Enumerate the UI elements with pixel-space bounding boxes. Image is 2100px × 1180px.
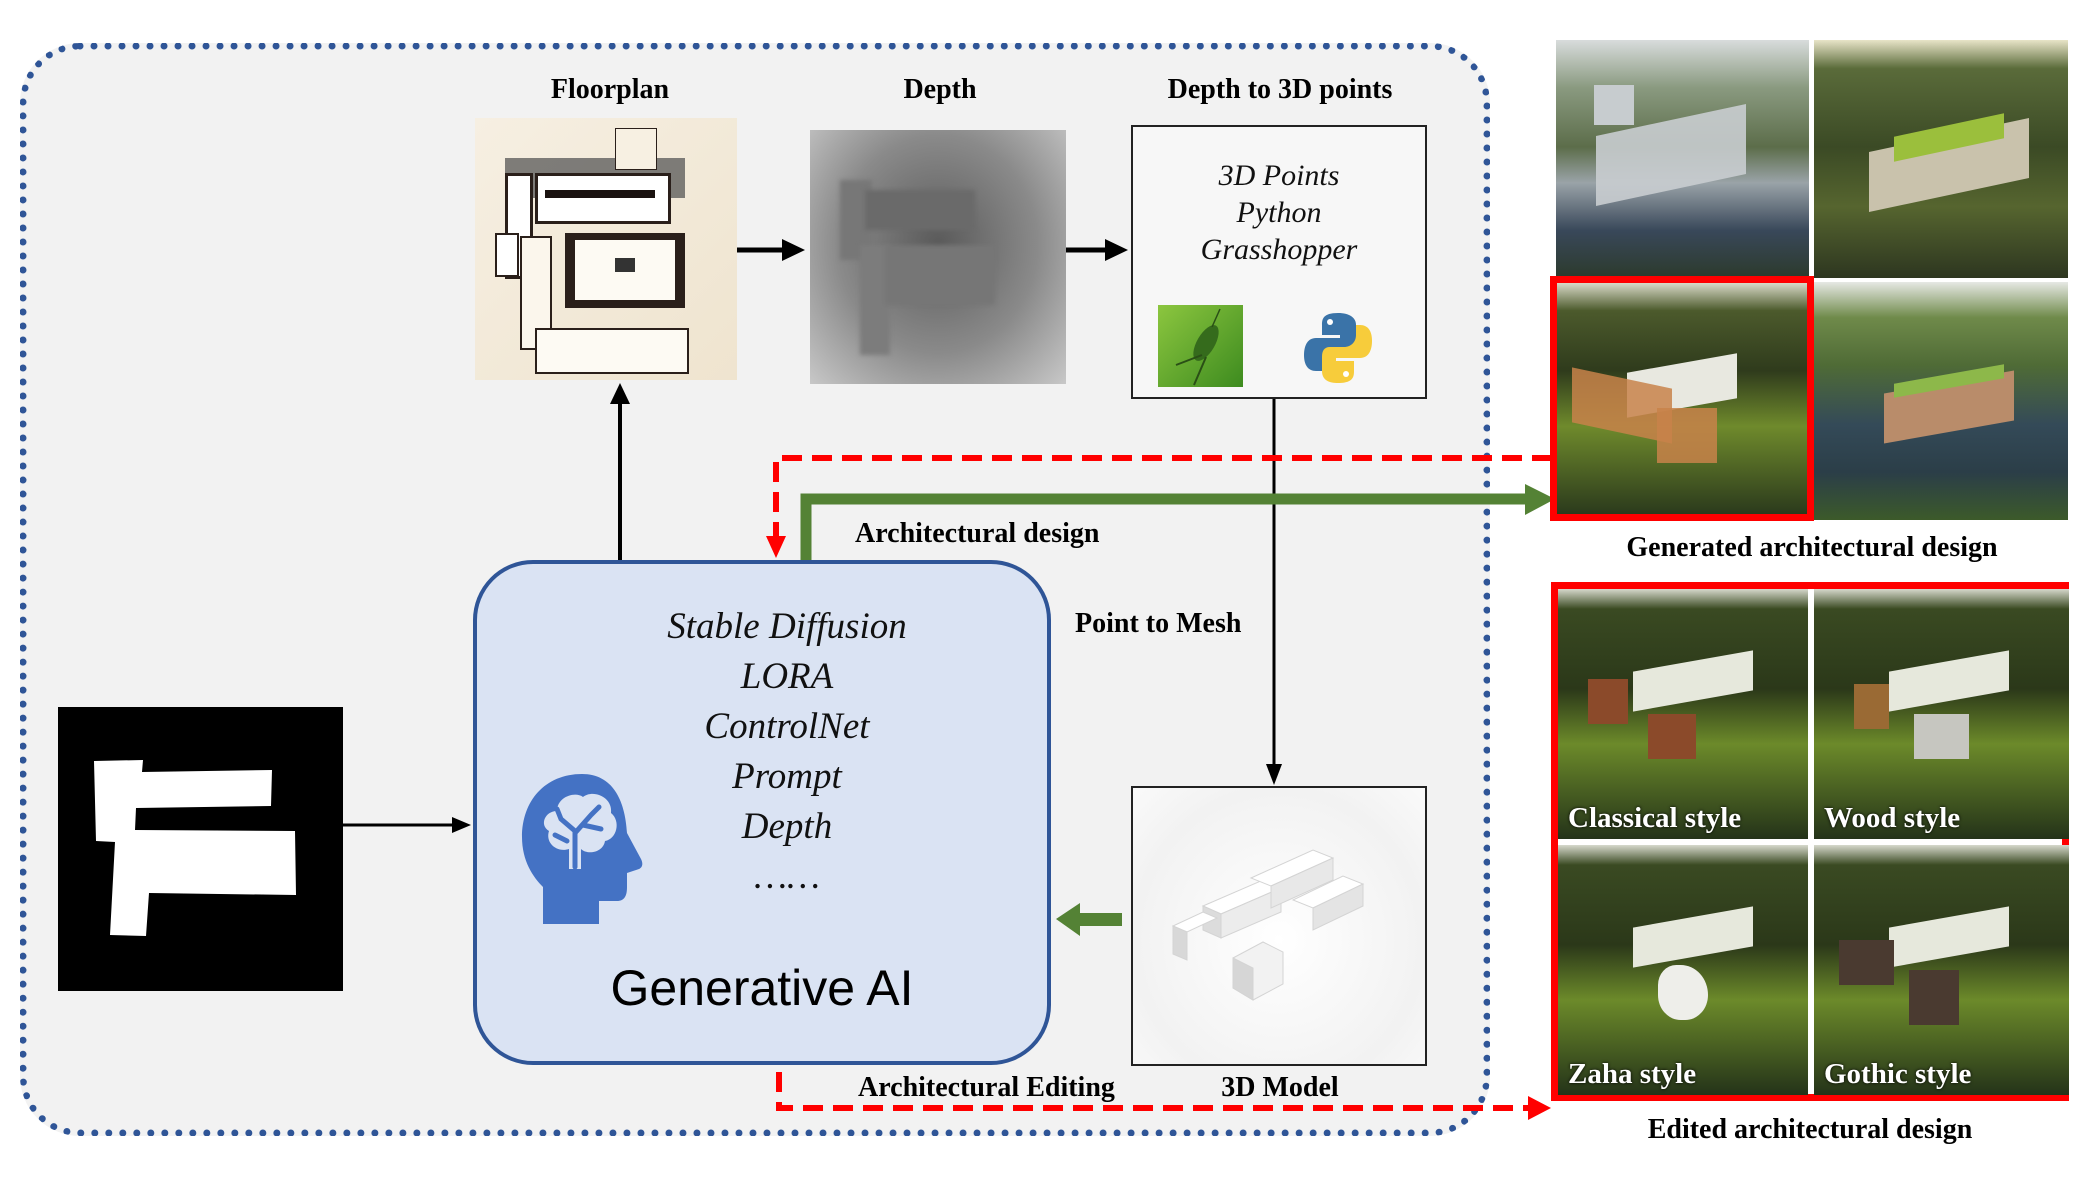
- depth-title: Depth: [903, 74, 977, 105]
- generative-ai-box: Stable Diffusion LORA ControlNet Prompt …: [473, 560, 1051, 1065]
- generated-design-2[interactable]: [1814, 40, 2068, 278]
- architectural-editing-label: Architectural Editing: [858, 1072, 1115, 1103]
- architectural-design-label: Architectural design: [855, 518, 1100, 549]
- mask-input-image: [58, 707, 343, 991]
- generated-caption: Generated architectural design: [1626, 532, 1998, 563]
- genai-item: Stable Diffusion: [667, 606, 907, 647]
- genai-item: ……: [754, 856, 820, 897]
- edited-designs-grid: Classical style Wood style Zaha style Go…: [1551, 582, 2069, 1101]
- edited-design-wood[interactable]: Wood style: [1814, 589, 2069, 839]
- genai-item: Depth: [741, 806, 833, 847]
- massing-model-image: [1171, 849, 1365, 1001]
- edited-design-gothic[interactable]: Gothic style: [1814, 845, 2069, 1095]
- genai-item: Prompt: [732, 756, 842, 797]
- grasshopper-icon: [1158, 305, 1243, 387]
- style-label: Zaha style: [1568, 1058, 1697, 1090]
- floorplan-image: [475, 118, 737, 380]
- points-item: Python: [1236, 196, 1322, 229]
- generated-design-1[interactable]: [1556, 40, 1809, 278]
- model-3d-box: [1131, 786, 1427, 1066]
- edited-design-zaha[interactable]: Zaha style: [1558, 845, 1808, 1095]
- generated-design-4[interactable]: [1814, 282, 2068, 520]
- edited-caption: Edited architectural design: [1647, 1114, 1973, 1145]
- floorplan-title: Floorplan: [550, 74, 670, 105]
- brain-head-icon: [517, 769, 647, 929]
- style-label: Gothic style: [1824, 1058, 1972, 1090]
- style-label: Classical style: [1568, 802, 1742, 834]
- points-item: 3D Points: [1218, 159, 1340, 192]
- depth-image: [810, 130, 1066, 384]
- generated-design-3[interactable]: [1550, 276, 1814, 521]
- model-3d-title: 3D Model: [1221, 1072, 1339, 1103]
- generated-designs-grid: [1550, 40, 2068, 521]
- edited-design-classical[interactable]: Classical style: [1558, 589, 1808, 839]
- python-icon: [1298, 307, 1378, 387]
- points-item: Grasshopper: [1200, 233, 1358, 266]
- style-label: Wood style: [1824, 802, 1961, 834]
- genai-item: LORA: [740, 656, 834, 697]
- generative-ai-title: Generative AI: [610, 960, 914, 1016]
- point-to-mesh-label: Point to Mesh: [1075, 608, 1242, 639]
- depth-to-points-title: Depth to 3D points: [1167, 74, 1393, 105]
- depth-to-points-box: 3D Points Python Grasshopper: [1131, 125, 1427, 399]
- genai-item: ControlNet: [704, 706, 870, 747]
